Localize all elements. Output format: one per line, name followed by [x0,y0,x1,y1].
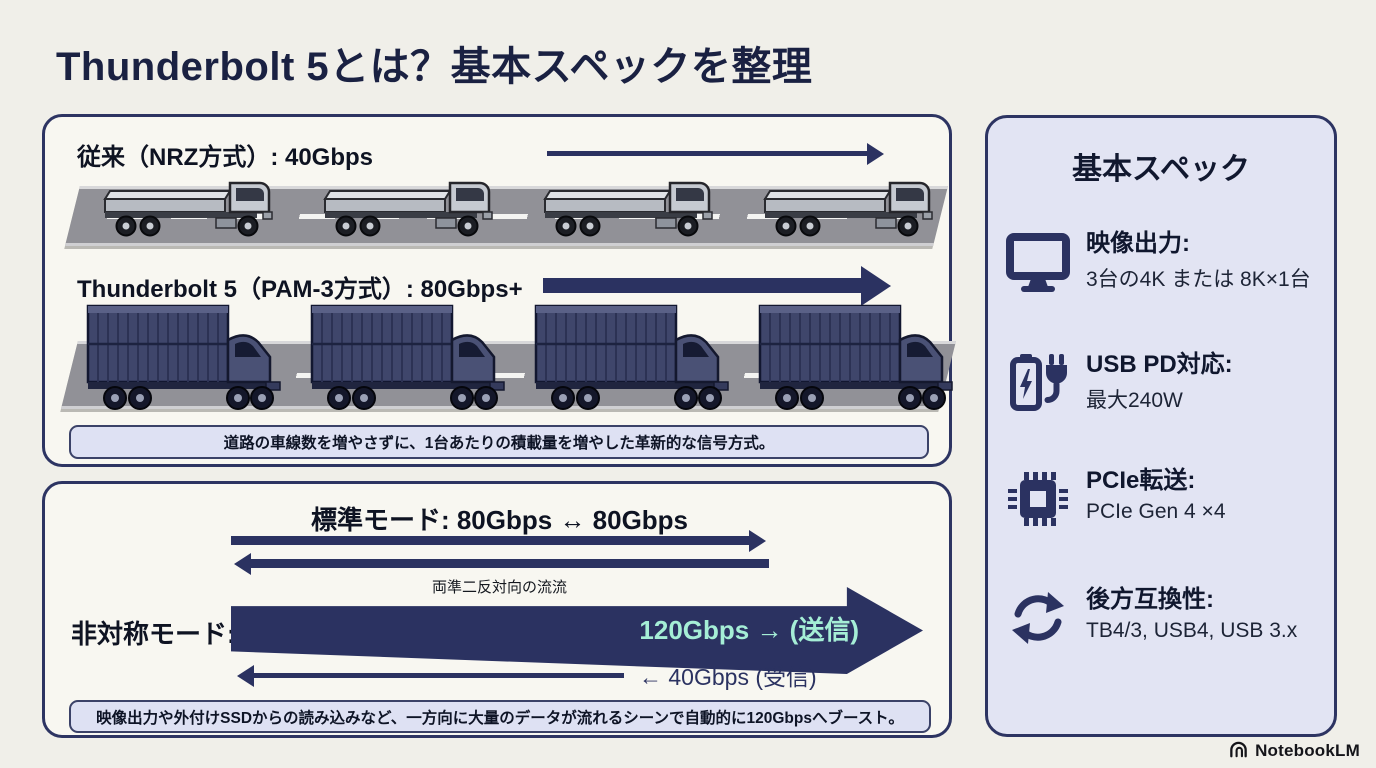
page-title: Thunderbolt 5とは？基本スペックを整理 [56,45,813,89]
spec-label: PCIe転送: [1086,467,1196,494]
spec-item-compatibility: 後方互換性: TB4/3, USB4, USB 3.x [1006,586,1322,650]
sync-icon [1012,592,1064,644]
mode-caption: 映像出力や外付けSSDからの読み込みなど、一方向に大量のデータが流れるシーンで自… [69,700,931,733]
send-speed-label: 120Gbps → (送信) [639,615,859,646]
spec-panel-title: 基本スペック [1072,153,1250,186]
notebooklm-badge: NotebookLM [1228,740,1360,761]
spec-value: 最大240W [1086,388,1183,412]
asymmetric-receive-arrow [254,673,624,678]
legacy-speed-arrow [547,151,867,156]
spec-value: TB4/3, USB4, USB 3.x [1086,618,1298,642]
spec-panel: 基本スペック 映像出力: 3台の4K または 8K×1台 [985,115,1337,737]
small-truck-illustration [323,181,494,237]
small-truck-illustration [763,181,934,237]
standard-forward-arrow [231,536,749,545]
signal-comparison-panel: 従来（NRZ方式）: 40Gbps Thunderbolt 5（PAM-3方式）… [42,114,956,467]
spec-item-usb-pd: USB PD対応: 最大240W [1006,351,1322,415]
spec-item-video-output: 映像出力: 3台の4K または 8K×1台 [1006,230,1322,294]
standard-mode-heading: 標準モード: 80Gbps ↔ 80Gbps [310,505,689,535]
spec-value: PCIe Gen 4 ×4 [1086,499,1226,523]
spec-label: 後方互換性: [1086,586,1214,613]
container-truck-illustration [758,304,954,411]
spec-item-text: 映像出力: 3台の4K または 8K×1台 [1086,230,1311,293]
small-truck-illustration [103,181,274,237]
asymmetric-mode-label: 非対称モード: [71,619,236,649]
tb5-pam3-label: Thunderbolt 5（PAM-3方式）: 80Gbps+ [77,276,523,303]
mode-panel: 標準モード: 80Gbps ↔ 80Gbps 両準二反対向の流流 非対称モード:… [42,481,952,738]
container-truck-illustration [86,304,282,411]
legacy-nrz-label: 従来（NRZ方式）: 40Gbps [77,144,374,171]
standard-backward-arrow [251,559,769,568]
spec-item-text: 後方互換性: TB4/3, USB4, USB 3.x [1086,586,1297,643]
small-truck-illustration [543,181,714,237]
notebooklm-label: NotebookLM [1255,740,1360,760]
notebooklm-icon [1230,741,1247,758]
spec-label: 映像出力: [1086,230,1190,257]
spec-value: 3台の4K または 8K×1台 [1086,267,1311,291]
spec-item-text: PCIe転送: PCIe Gen 4 ×4 [1086,467,1226,524]
tb5-speed-arrow [543,278,861,293]
receive-speed-label: ← 40Gbps (受信) [639,664,817,690]
spec-item-pcie: PCIe転送: PCIe Gen 4 ×4 [1006,467,1322,531]
spec-item-text: USB PD対応: 最大240W [1086,351,1233,414]
bidirectional-note: 両準二反対向の流流 [431,579,567,596]
chip-icon [1008,472,1068,526]
signal-caption: 道路の車線数を増やさずに、1台あたりの積載量を増やした革新的な信号方式。 [69,425,929,459]
container-truck-illustration [534,304,730,411]
asymmetric-send-arrow: 120Gbps → (送信) [231,587,923,674]
battery-plug-icon [1010,354,1067,411]
monitor-icon [1006,233,1070,292]
container-truck-illustration [310,304,506,411]
spec-label: USB PD対応: [1086,351,1233,378]
